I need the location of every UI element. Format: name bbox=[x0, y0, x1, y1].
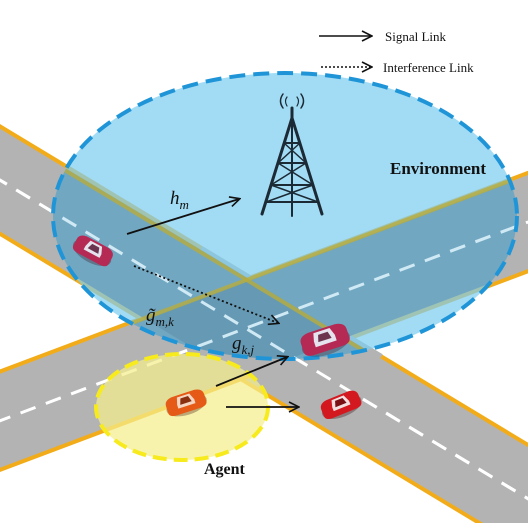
agent-label: Agent bbox=[204, 461, 246, 478]
car-receiver-icon bbox=[320, 390, 362, 420]
signal-link-h bbox=[126, 199, 239, 235]
signal-link-g bbox=[215, 357, 287, 387]
car-environment-center-icon bbox=[300, 323, 350, 357]
legend-interference-label: Interference Link bbox=[383, 60, 474, 75]
cell-tower-icon bbox=[260, 93, 324, 217]
environment-label: Environment bbox=[390, 159, 486, 178]
channel-label-g: gk,j bbox=[232, 333, 255, 357]
channel-label-h: hm bbox=[170, 188, 189, 212]
legend: Signal Link Interference Link bbox=[319, 29, 474, 75]
legend-signal-label: Signal Link bbox=[385, 29, 447, 44]
car-agent-icon bbox=[165, 389, 207, 417]
links bbox=[126, 199, 298, 407]
car-environment-left-icon bbox=[72, 235, 113, 267]
interference-link-g-tilde bbox=[133, 265, 278, 323]
channel-label-g-tilde: g̃m,k bbox=[146, 305, 174, 329]
